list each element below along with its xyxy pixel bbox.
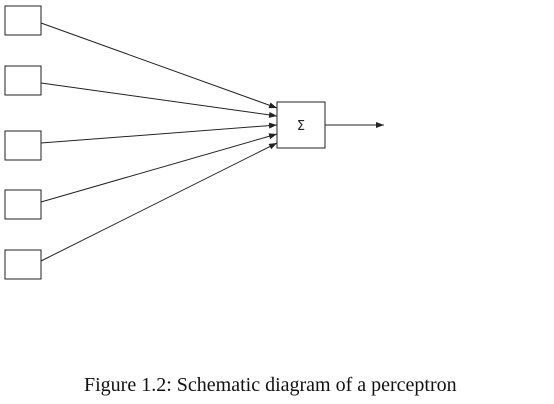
input-node-5	[4, 249, 42, 280]
input-node-4	[4, 189, 42, 220]
input-edge-2	[40, 82, 278, 118]
summation-symbol: Σ	[297, 119, 305, 134]
input-edge-1	[40, 22, 278, 109]
input-edge-5	[40, 142, 278, 262]
summation-node	[276, 101, 326, 149]
input-edge-4	[40, 133, 278, 203]
input-node-2	[4, 65, 42, 96]
input-node-1	[4, 5, 42, 36]
perceptron-diagram: Σ	[4, 5, 384, 280]
input-edge-3	[40, 122, 278, 144]
figure-caption: Figure 1.2: Schematic diagram of a perce…	[84, 374, 457, 396]
input-node-3	[4, 130, 42, 161]
